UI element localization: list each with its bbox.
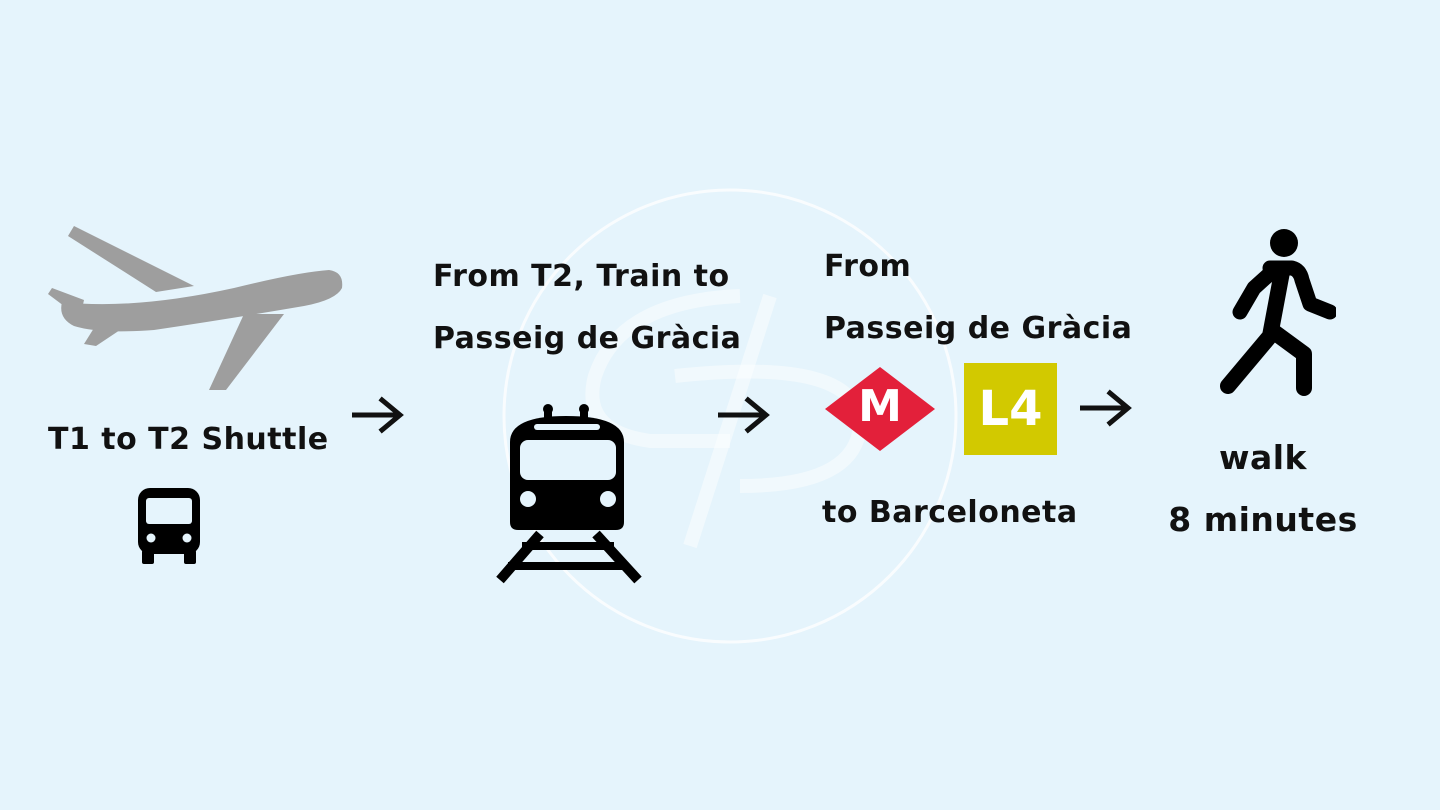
line-badge-l4: L4 bbox=[964, 363, 1057, 455]
metro-label-line1: From bbox=[824, 249, 912, 284]
arrow-right-icon bbox=[1080, 389, 1132, 427]
train-label-line2: Passeig de Gràcia bbox=[433, 321, 742, 356]
bus-icon bbox=[136, 486, 202, 566]
train-label-line1: From T2, Train to bbox=[433, 259, 730, 294]
train-icon bbox=[494, 402, 644, 584]
metro-logo-letter: M bbox=[858, 381, 902, 432]
metro-label-line3: to Barceloneta bbox=[822, 495, 1078, 530]
walk-label-line2: 8 minutes bbox=[1168, 500, 1358, 539]
airplane-icon bbox=[44, 222, 348, 394]
arrow-right-icon bbox=[718, 396, 770, 434]
arrow-right-icon bbox=[352, 396, 404, 434]
shuttle-label: T1 to T2 Shuttle bbox=[48, 422, 329, 457]
metro-label-line2: Passeig de Gràcia bbox=[824, 311, 1133, 346]
walk-label-line1: walk bbox=[1218, 438, 1307, 477]
metro-logo: M bbox=[823, 365, 937, 453]
pedestrian-icon bbox=[1218, 228, 1336, 398]
